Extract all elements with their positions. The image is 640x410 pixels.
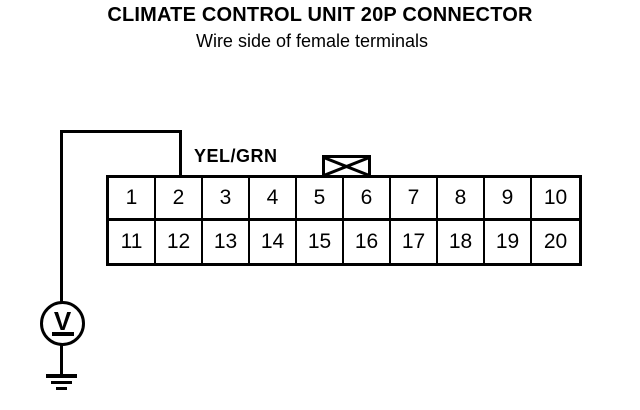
connector-cell-4: 4 [250,178,297,221]
wire-segment-horizontal [60,130,182,133]
wire-segment-to-pin2 [179,130,182,178]
connector-grid: 1 2 3 4 5 6 7 8 9 10 11 12 13 14 15 16 1… [106,175,582,266]
connector-cell-9: 9 [485,178,532,221]
connector-cell-20: 20 [543,229,568,253]
connector-cell-10: 10 [532,178,579,221]
wire-segment-to-ground [60,345,63,376]
connector-cell-19: 19 [485,220,532,263]
connector-cell-15: 15 [297,220,344,263]
connector-cell-18: 18 [438,220,485,263]
connector-cell-13: 13 [203,220,250,263]
connector-cell-1: 1 [109,178,156,221]
voltmeter-label: V [53,305,72,336]
page-title: CLIMATE CONTROL UNIT 20P CONNECTOR [107,4,533,26]
connector-cell-2: 2 [156,178,203,221]
connector-cell-17: 17 [391,220,438,263]
connector-cell-5: 5 [297,178,344,221]
connector-cell-6: 6 [344,178,391,221]
connector-cell-16: 16 [344,220,391,263]
wire-segment-vertical-left [60,130,63,304]
connector-cell-14: 14 [250,220,297,263]
ground-icon-bar-2 [51,381,72,384]
connector-cell-11: 11 [109,220,156,263]
ground-icon-bar-3 [56,387,67,390]
connector-cell-8: 8 [438,178,485,221]
connector-cell-12: 12 [156,220,203,263]
connector-cell-3: 3 [203,178,250,221]
voltmeter-icon: V [40,301,85,346]
ground-icon [46,374,77,378]
crossed-box-x [325,158,368,175]
page-subtitle: Wire side of female terminals [195,31,429,51]
connector-cell-7: 7 [391,178,438,221]
voltmeter-underline [51,331,74,336]
wire-color-label: YEL/GRN [194,146,278,166]
